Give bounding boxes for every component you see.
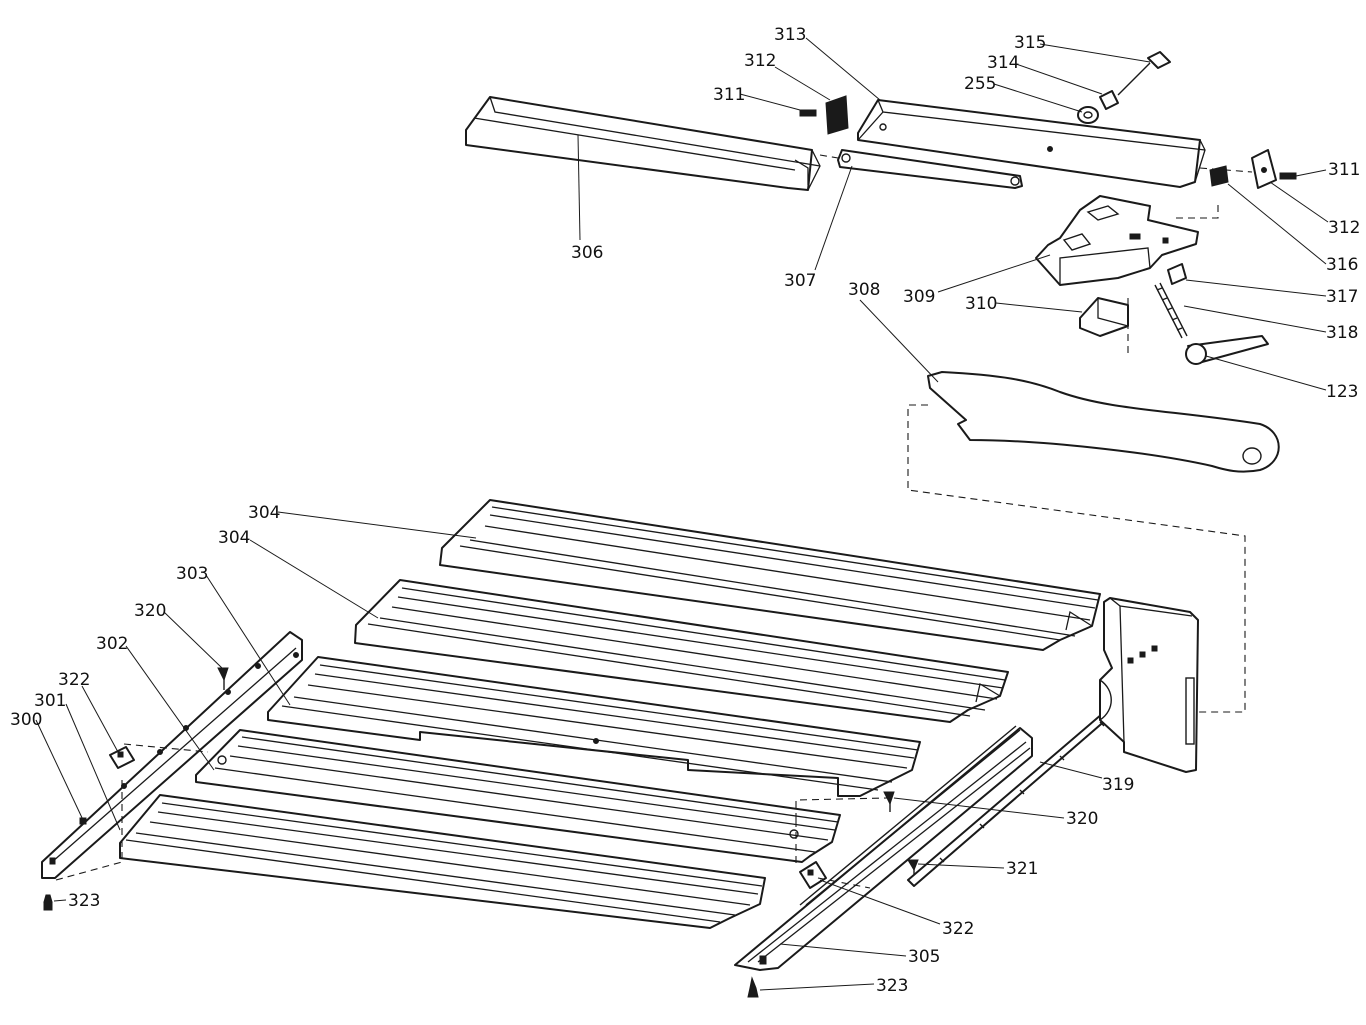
- label-323-right: 323: [876, 976, 908, 996]
- label-312-left: 312: [744, 51, 776, 71]
- part-314-nut: [1099, 90, 1119, 110]
- label-304-second: 304: [218, 528, 250, 548]
- part-309-bracket: [1035, 195, 1199, 286]
- part-316-clip: [1209, 165, 1229, 187]
- part-306-rail: [465, 96, 821, 191]
- label-308: 308: [848, 280, 880, 300]
- part-315-bolt: [1117, 51, 1171, 96]
- part-308-arm: [927, 371, 1280, 473]
- part-304-slat-second: [354, 579, 1009, 723]
- label-320-left: 320: [134, 601, 166, 621]
- label-316: 316: [1326, 255, 1358, 275]
- label-317: 317: [1326, 287, 1358, 307]
- label-314: 314: [987, 53, 1019, 73]
- label-123: 123: [1326, 382, 1358, 402]
- part-320-screw-right: [883, 791, 895, 812]
- part-end-panel: [1099, 597, 1199, 773]
- part-302-slat-fourth: [195, 729, 841, 863]
- part-323-foot-left: [43, 894, 53, 911]
- part-307-strip: [837, 149, 1023, 189]
- part-323-foot-right: [747, 976, 759, 998]
- label-300: 300: [10, 710, 42, 730]
- label-307: 307: [784, 271, 816, 291]
- part-311-screw-left: [799, 109, 817, 117]
- label-302: 302: [96, 634, 128, 654]
- label-322-right: 322: [942, 919, 974, 939]
- label-303: 303: [176, 564, 208, 584]
- part-303-slat-third: [267, 656, 921, 797]
- part-312-plate-right: [1251, 149, 1277, 189]
- label-323-left: 323: [68, 891, 100, 911]
- label-311-left: 311: [713, 85, 745, 105]
- leader-lines: [35, 37, 1329, 991]
- label-311-right: 311: [1328, 160, 1360, 180]
- label-320-right: 320: [1066, 809, 1098, 829]
- label-305: 305: [908, 947, 940, 967]
- label-306: 306: [571, 243, 603, 263]
- label-313: 313: [774, 25, 806, 45]
- label-309: 309: [903, 287, 935, 307]
- label-318: 318: [1326, 323, 1358, 343]
- part-305-side-rail-right: [734, 725, 1033, 971]
- part-312-plate-left: [825, 95, 849, 135]
- label-301: 301: [34, 691, 66, 711]
- label-321: 321: [1006, 859, 1038, 879]
- part-317-screw: [1167, 263, 1187, 285]
- part-310-block: [1079, 297, 1129, 337]
- label-322-left: 322: [58, 670, 90, 690]
- part-313-tube: [857, 99, 1206, 188]
- part-311-screw-right: [1279, 172, 1297, 180]
- part-318-threaded-rod: [1154, 282, 1188, 339]
- part-320-screw-left: [217, 667, 229, 690]
- label-312-right: 312: [1328, 218, 1360, 238]
- label-319: 319: [1102, 775, 1134, 795]
- part-304-slat-back: [439, 499, 1101, 651]
- label-255: 255: [964, 74, 996, 94]
- label-315: 315: [1014, 33, 1046, 53]
- part-255-washer: [1077, 106, 1099, 124]
- part-123-lever: [1185, 335, 1269, 365]
- part-322-bracket-left: [109, 746, 135, 769]
- part-300-side-rail-left: [41, 631, 303, 879]
- part-301-slat-front: [119, 794, 766, 929]
- label-304-back: 304: [248, 503, 280, 523]
- part-322-bracket-right: [799, 861, 827, 889]
- label-310: 310: [965, 294, 997, 314]
